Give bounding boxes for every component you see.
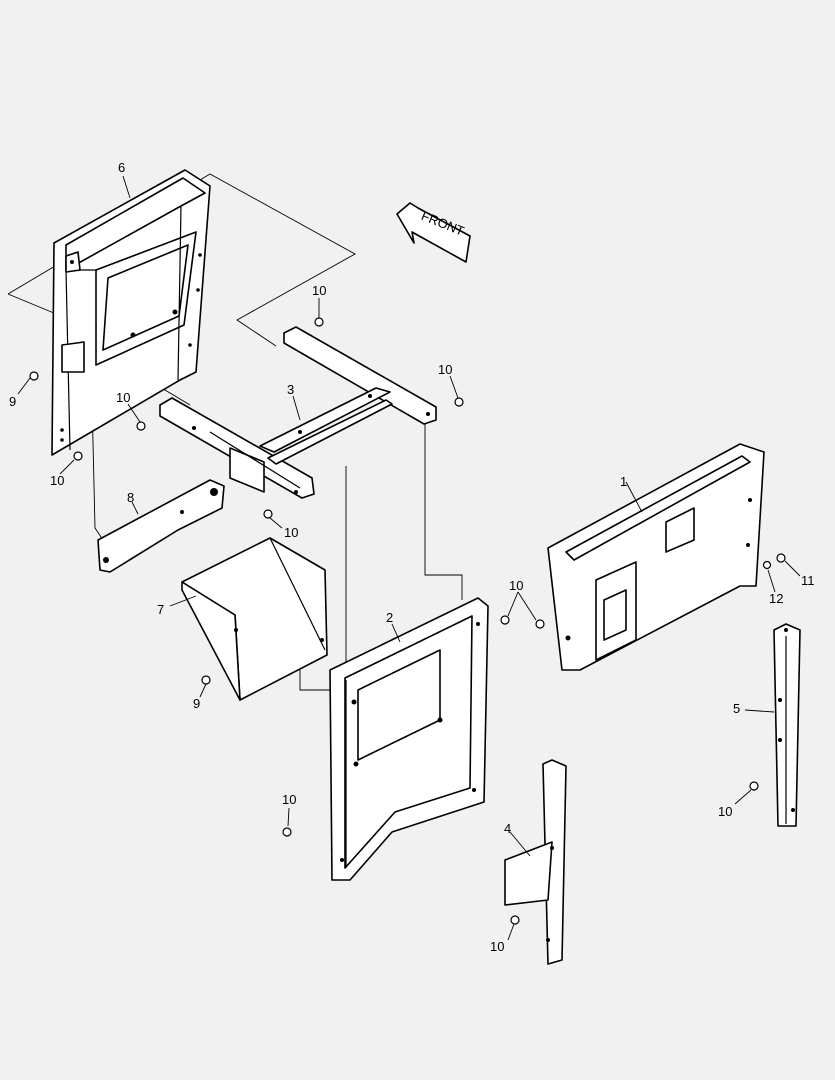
part-5-vertical-post (773, 623, 801, 827)
callout-labels: 6 10 10 3 10 9 10 8 10 7 9 2 10 1 11 12 … (9, 160, 815, 954)
callout-part-10-e: 10 (284, 525, 298, 540)
callout-leaders (17, 175, 801, 941)
callout-part-7: 7 (157, 602, 164, 617)
bolts (29, 317, 786, 925)
callout-part-4: 4 (504, 821, 511, 836)
part-7-cover-plate (181, 537, 328, 701)
callout-part-10-c: 10 (116, 390, 130, 405)
callout-part-1: 1 (620, 474, 627, 489)
part-4-small-bracket (504, 759, 567, 965)
callout-part-11: 11 (801, 573, 815, 588)
callout-part-10-g: 10 (282, 792, 296, 807)
callout-part-10-i: 10 (490, 939, 504, 954)
part-1-rear-frame (547, 443, 765, 671)
callout-part-9-a: 9 (9, 394, 16, 409)
callout-part-5: 5 (733, 701, 740, 716)
callout-part-10-d: 10 (50, 473, 64, 488)
callout-part-9-b: 9 (193, 696, 200, 711)
callout-part-12: 12 (769, 591, 783, 606)
part-6-upper-frame (51, 169, 211, 456)
part-2-side-frame (329, 597, 489, 881)
callout-part-3: 3 (287, 382, 294, 397)
part-3-crossmember (159, 326, 437, 499)
front-arrow: FRONT (396, 202, 471, 263)
callout-part-2: 2 (386, 610, 393, 625)
callout-part-10-a: 10 (312, 283, 326, 298)
callout-part-10-b: 10 (438, 362, 452, 377)
callout-part-6: 6 (118, 160, 125, 175)
callout-part-8: 8 (127, 490, 134, 505)
part-8-bracket (97, 479, 225, 573)
callout-part-10-f: 10 (509, 578, 523, 593)
callout-part-10-h: 10 (718, 804, 732, 819)
